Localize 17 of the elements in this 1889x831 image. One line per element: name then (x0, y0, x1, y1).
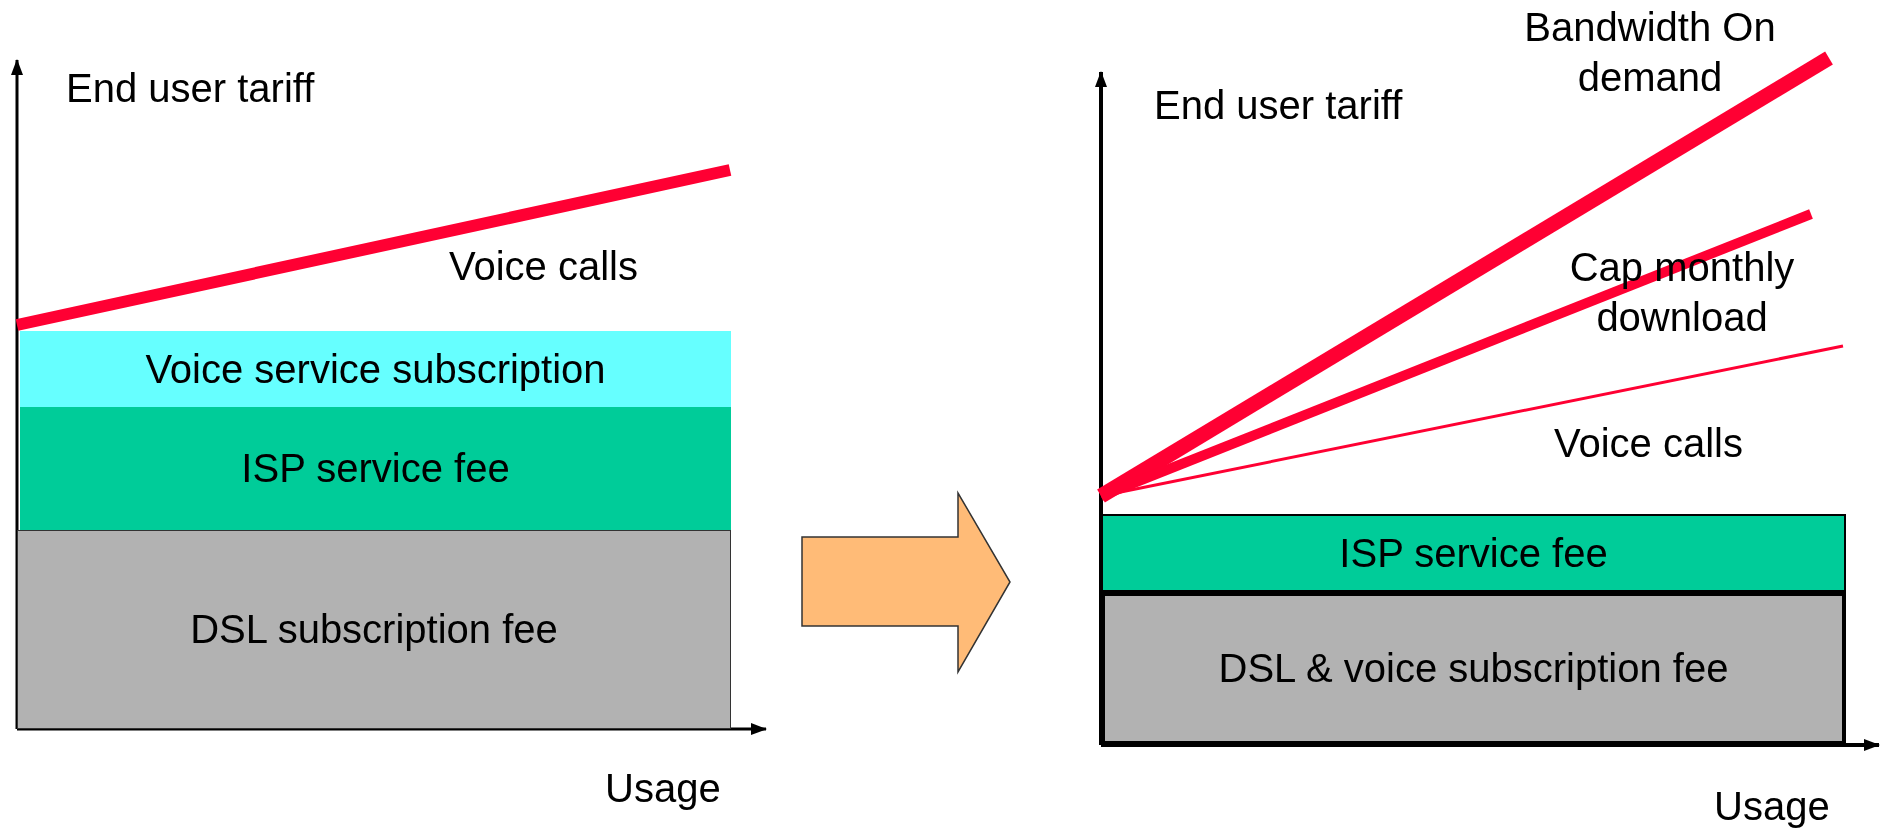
fee-block (1101, 514, 1846, 592)
block-label: ISP service fee (241, 446, 510, 491)
fee-block (20, 407, 731, 530)
chart-label: End user tariff (1154, 82, 1404, 129)
chart-label: Voice calls (1554, 420, 1744, 467)
chart-label: End user tariff (66, 65, 316, 112)
fee-block (20, 331, 731, 407)
chart-label: Usage (1714, 783, 1831, 830)
block-label: Voice service subscription (145, 346, 606, 392)
chart-label: Usage (605, 765, 722, 812)
block-label: DSL & voice subscription fee (1218, 646, 1729, 691)
block-label: ISP service fee (1339, 530, 1608, 576)
chart-label: Voice calls (449, 243, 639, 290)
fee-block (17, 530, 731, 729)
block-label: DSL subscription fee (190, 607, 558, 652)
fee-block (1101, 592, 1846, 745)
chart-label: Bandwidth On demand (1523, 4, 1777, 101)
